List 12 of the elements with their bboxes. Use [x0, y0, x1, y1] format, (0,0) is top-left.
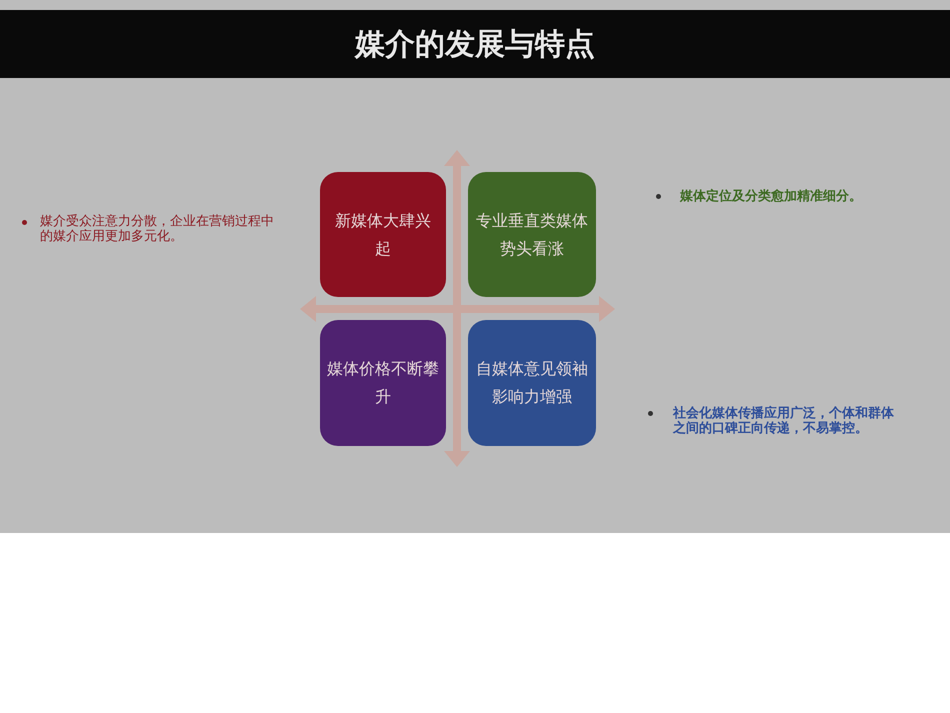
- quadrant-box: [468, 172, 596, 297]
- bullet-text: 社会化媒体传播应用广泛，个体和群体之间的口碑正向传递，不易掌控。: [673, 406, 895, 436]
- box-text: 媒体价格不断攀升: [327, 358, 439, 408]
- quadrant-box: [320, 320, 446, 446]
- quadrant-box: [320, 172, 446, 297]
- box-text: 自媒体意见领袖影响力增强: [476, 358, 588, 408]
- bullet-text: 媒介受众注意力分散，企业在营销过程中的媒介应用更加多元化。: [40, 214, 275, 244]
- box-text: 专业垂直类媒体势头看涨: [476, 210, 588, 260]
- slide-title: 媒介的发展与特点: [355, 26, 595, 64]
- quadrant-box: [468, 320, 596, 446]
- box-text: 新媒体大肆兴起: [335, 210, 431, 260]
- bullet-text: 媒体定位及分类愈加精准细分。: [680, 189, 863, 204]
